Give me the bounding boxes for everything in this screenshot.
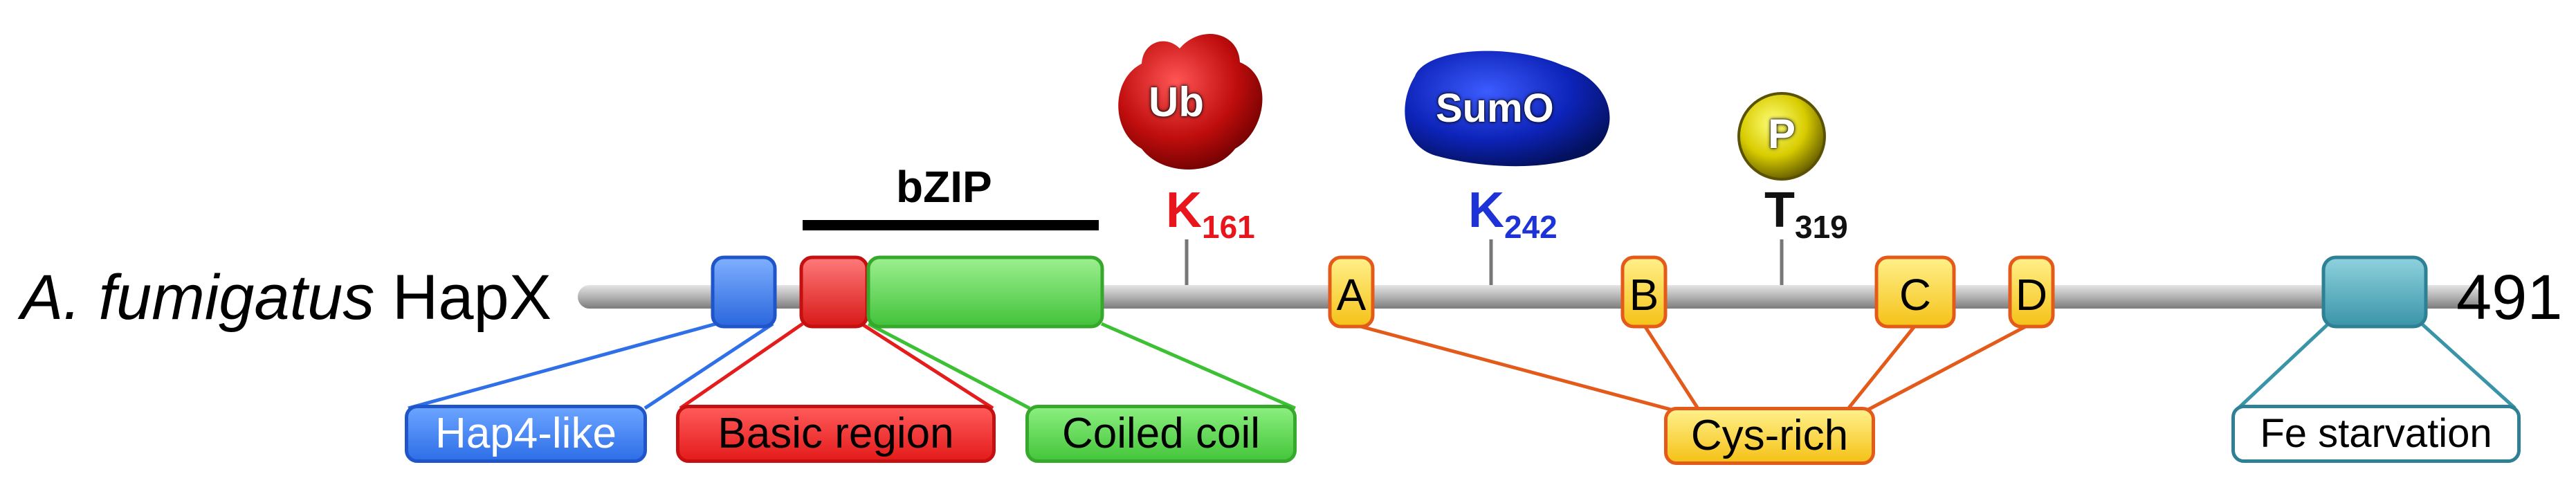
coiled-connectors	[867, 322, 1296, 410]
ub-label: Ub	[1149, 79, 1204, 125]
cys-rich-label: Cys-rich	[1664, 407, 1875, 465]
basic-region-domain	[799, 255, 869, 329]
cys-motif-d	[2008, 255, 2055, 329]
ubiquitin-icon	[1118, 33, 1263, 170]
site-k242-residue: K	[1468, 183, 1504, 238]
site-k242: K242	[1468, 185, 1558, 243]
cys-motif-b	[1620, 255, 1668, 329]
protein-label: HapX	[392, 262, 552, 333]
basic-connectors	[679, 322, 994, 410]
site-k242-position: 242	[1504, 209, 1558, 246]
site-t319-position: 319	[1794, 209, 1848, 246]
phospho-icon	[1737, 92, 1826, 181]
hap4-like-label: Hap4-like	[405, 405, 647, 463]
protein-name: A. fumigatus HapX	[21, 266, 551, 329]
basic-region-label: Basic region	[676, 405, 996, 463]
cys-motif-c-label: C	[1899, 270, 1931, 320]
p-label: P	[1768, 111, 1796, 157]
site-k161: K161	[1166, 185, 1255, 243]
sumo-icon	[1405, 51, 1610, 167]
sumo-label: SumO	[1436, 86, 1554, 131]
fe-starvation-domain	[2321, 255, 2428, 329]
site-k161-residue: K	[1166, 183, 1202, 238]
cys-motif-a-label: A	[1337, 270, 1367, 320]
site-t319-residue: T	[1764, 183, 1795, 238]
bzip-label: bZIP	[896, 162, 992, 212]
cys-motif-a	[1328, 255, 1375, 329]
hap4-like-domain	[711, 255, 777, 329]
fe-connectors	[2237, 322, 2516, 410]
bzip-bar	[803, 220, 1099, 230]
site-t319: T319	[1764, 185, 1848, 243]
cys-connectors	[1350, 322, 2032, 412]
coiled-coil-domain	[866, 255, 1104, 329]
hap4-connectors	[408, 322, 774, 410]
site-k161-position: 161	[1202, 209, 1255, 246]
cys-motif-d-label: D	[2016, 270, 2047, 320]
coiled-coil-label: Coiled coil	[1025, 405, 1297, 463]
cys-motif-c	[1874, 255, 1956, 329]
fe-starvation-label: Fe starvation	[2231, 405, 2521, 463]
cys-motif-b-label: B	[1629, 270, 1659, 320]
protein-length: 491	[2456, 262, 2563, 333]
species-name: A. fumigatus	[21, 262, 375, 333]
